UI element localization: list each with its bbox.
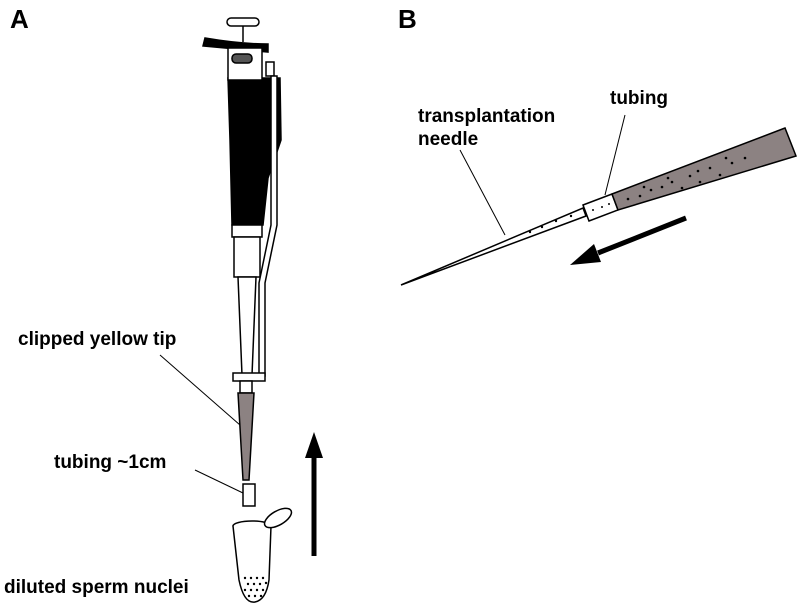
needle-drawing xyxy=(400,127,797,286)
leader-clipped-tip xyxy=(159,354,241,426)
capillary-with-nuclei xyxy=(611,127,797,211)
sperm-dots xyxy=(243,576,268,598)
leader-tubing-b xyxy=(604,114,626,196)
pipette-collar xyxy=(231,224,263,238)
label-tubing-b: tubing xyxy=(610,88,668,109)
label-needle-line2: needle xyxy=(418,129,478,150)
sample-tube xyxy=(232,525,272,603)
clipped-tip xyxy=(237,392,255,481)
ejector-button xyxy=(265,61,275,77)
ejector-foot xyxy=(232,372,266,382)
leftward-arrow xyxy=(570,215,687,265)
label-needle-line1: transplantation xyxy=(418,106,555,127)
capillary-dots xyxy=(626,156,747,201)
leader-tubing-a xyxy=(194,469,244,494)
tubing-segment-a xyxy=(242,483,256,507)
plunger-button xyxy=(226,17,260,27)
upward-arrow xyxy=(305,432,323,556)
pipette-grip xyxy=(231,53,253,64)
label-tubing-a: tubing ~1cm xyxy=(54,452,166,473)
leader-needle xyxy=(459,149,506,236)
nozzle-end xyxy=(239,380,253,394)
label-clipped-tip: clipped yellow tip xyxy=(18,329,176,350)
needle-dots xyxy=(528,214,573,234)
tubing-dots xyxy=(592,203,610,211)
panel-label-a: A xyxy=(10,4,29,34)
panel-label-b: B xyxy=(398,4,417,34)
pipette-shaft xyxy=(233,236,261,278)
pipette-body xyxy=(227,77,282,226)
pipette-nozzle xyxy=(237,276,257,376)
label-sperm: diluted sperm nuclei xyxy=(4,577,189,598)
transplantation-needle xyxy=(400,207,587,286)
tube-cap xyxy=(263,507,293,529)
pipette-drawing xyxy=(202,17,293,603)
pipette-frame xyxy=(227,47,263,81)
